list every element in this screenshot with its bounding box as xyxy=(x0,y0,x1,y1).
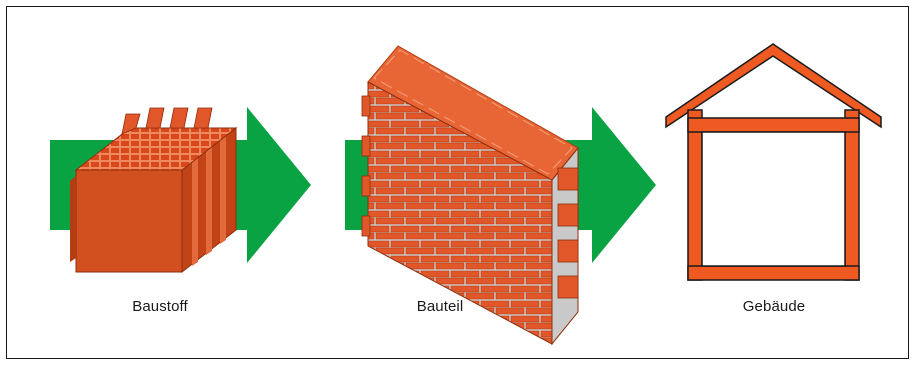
house-interior xyxy=(701,131,846,267)
label-gebaeude: Gebäude xyxy=(742,298,806,315)
house-frame xyxy=(665,43,882,281)
label-bauteil: Bauteil xyxy=(416,298,464,315)
house-attic xyxy=(702,98,845,118)
brick-block xyxy=(70,107,238,274)
brick-wall xyxy=(361,45,579,346)
label-baustoff: Baustoff xyxy=(132,298,188,315)
